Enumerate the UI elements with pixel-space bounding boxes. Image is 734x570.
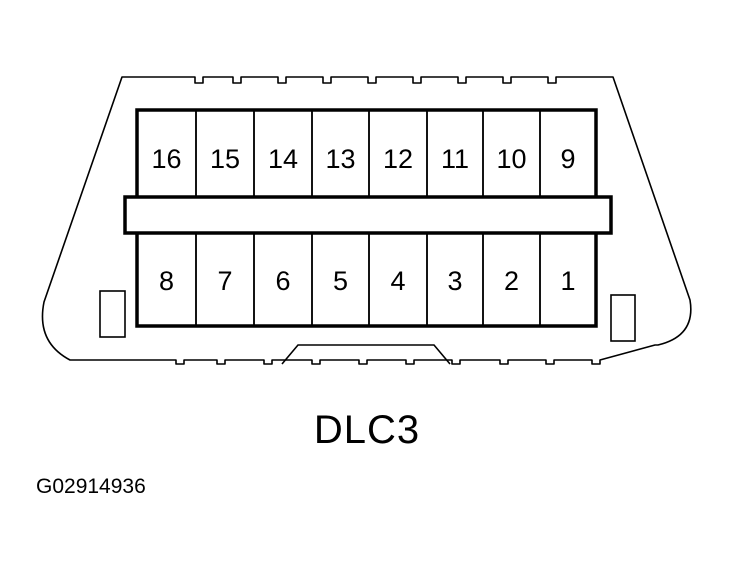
pin-label-3: 3 — [447, 266, 462, 296]
pin-cells — [136, 109, 597, 327]
pin-label-11: 11 — [441, 144, 469, 174]
connector-caption: DLC3 — [313, 408, 421, 452]
pin-label-13: 13 — [325, 144, 355, 174]
pin-label-9: 9 — [560, 144, 575, 174]
pin-label-4: 4 — [390, 266, 405, 296]
pin-label-16: 16 — [151, 144, 181, 174]
pin-cell-1 — [539, 232, 597, 327]
pin-label-2: 2 — [504, 266, 519, 296]
pin-label-6: 6 — [275, 266, 290, 296]
pin-cell-9 — [539, 109, 597, 198]
connector-housing — [41, 76, 692, 365]
pin-label-14: 14 — [268, 144, 298, 174]
pin-label-10: 10 — [496, 144, 526, 174]
figure-id-label: G02914936 — [36, 475, 146, 498]
pin-label-8: 8 — [159, 266, 174, 296]
pin-label-1: 1 — [560, 266, 575, 296]
pin-label-7: 7 — [217, 266, 232, 296]
dlc3-connector-diagram: 16 15 14 13 12 11 10 9 8 7 6 5 4 3 2 1 — [41, 76, 692, 365]
right-mounting-slot — [610, 294, 636, 342]
pin-label-15: 15 — [210, 144, 240, 174]
pin-labels: 16 15 14 13 12 11 10 9 8 7 6 5 4 3 2 1 — [151, 144, 575, 296]
connector-key-latch — [281, 344, 451, 365]
pin-label-12: 12 — [383, 144, 413, 174]
pin-label-5: 5 — [333, 266, 348, 296]
left-mounting-slot — [99, 290, 126, 338]
center-divider-bar — [123, 195, 613, 235]
